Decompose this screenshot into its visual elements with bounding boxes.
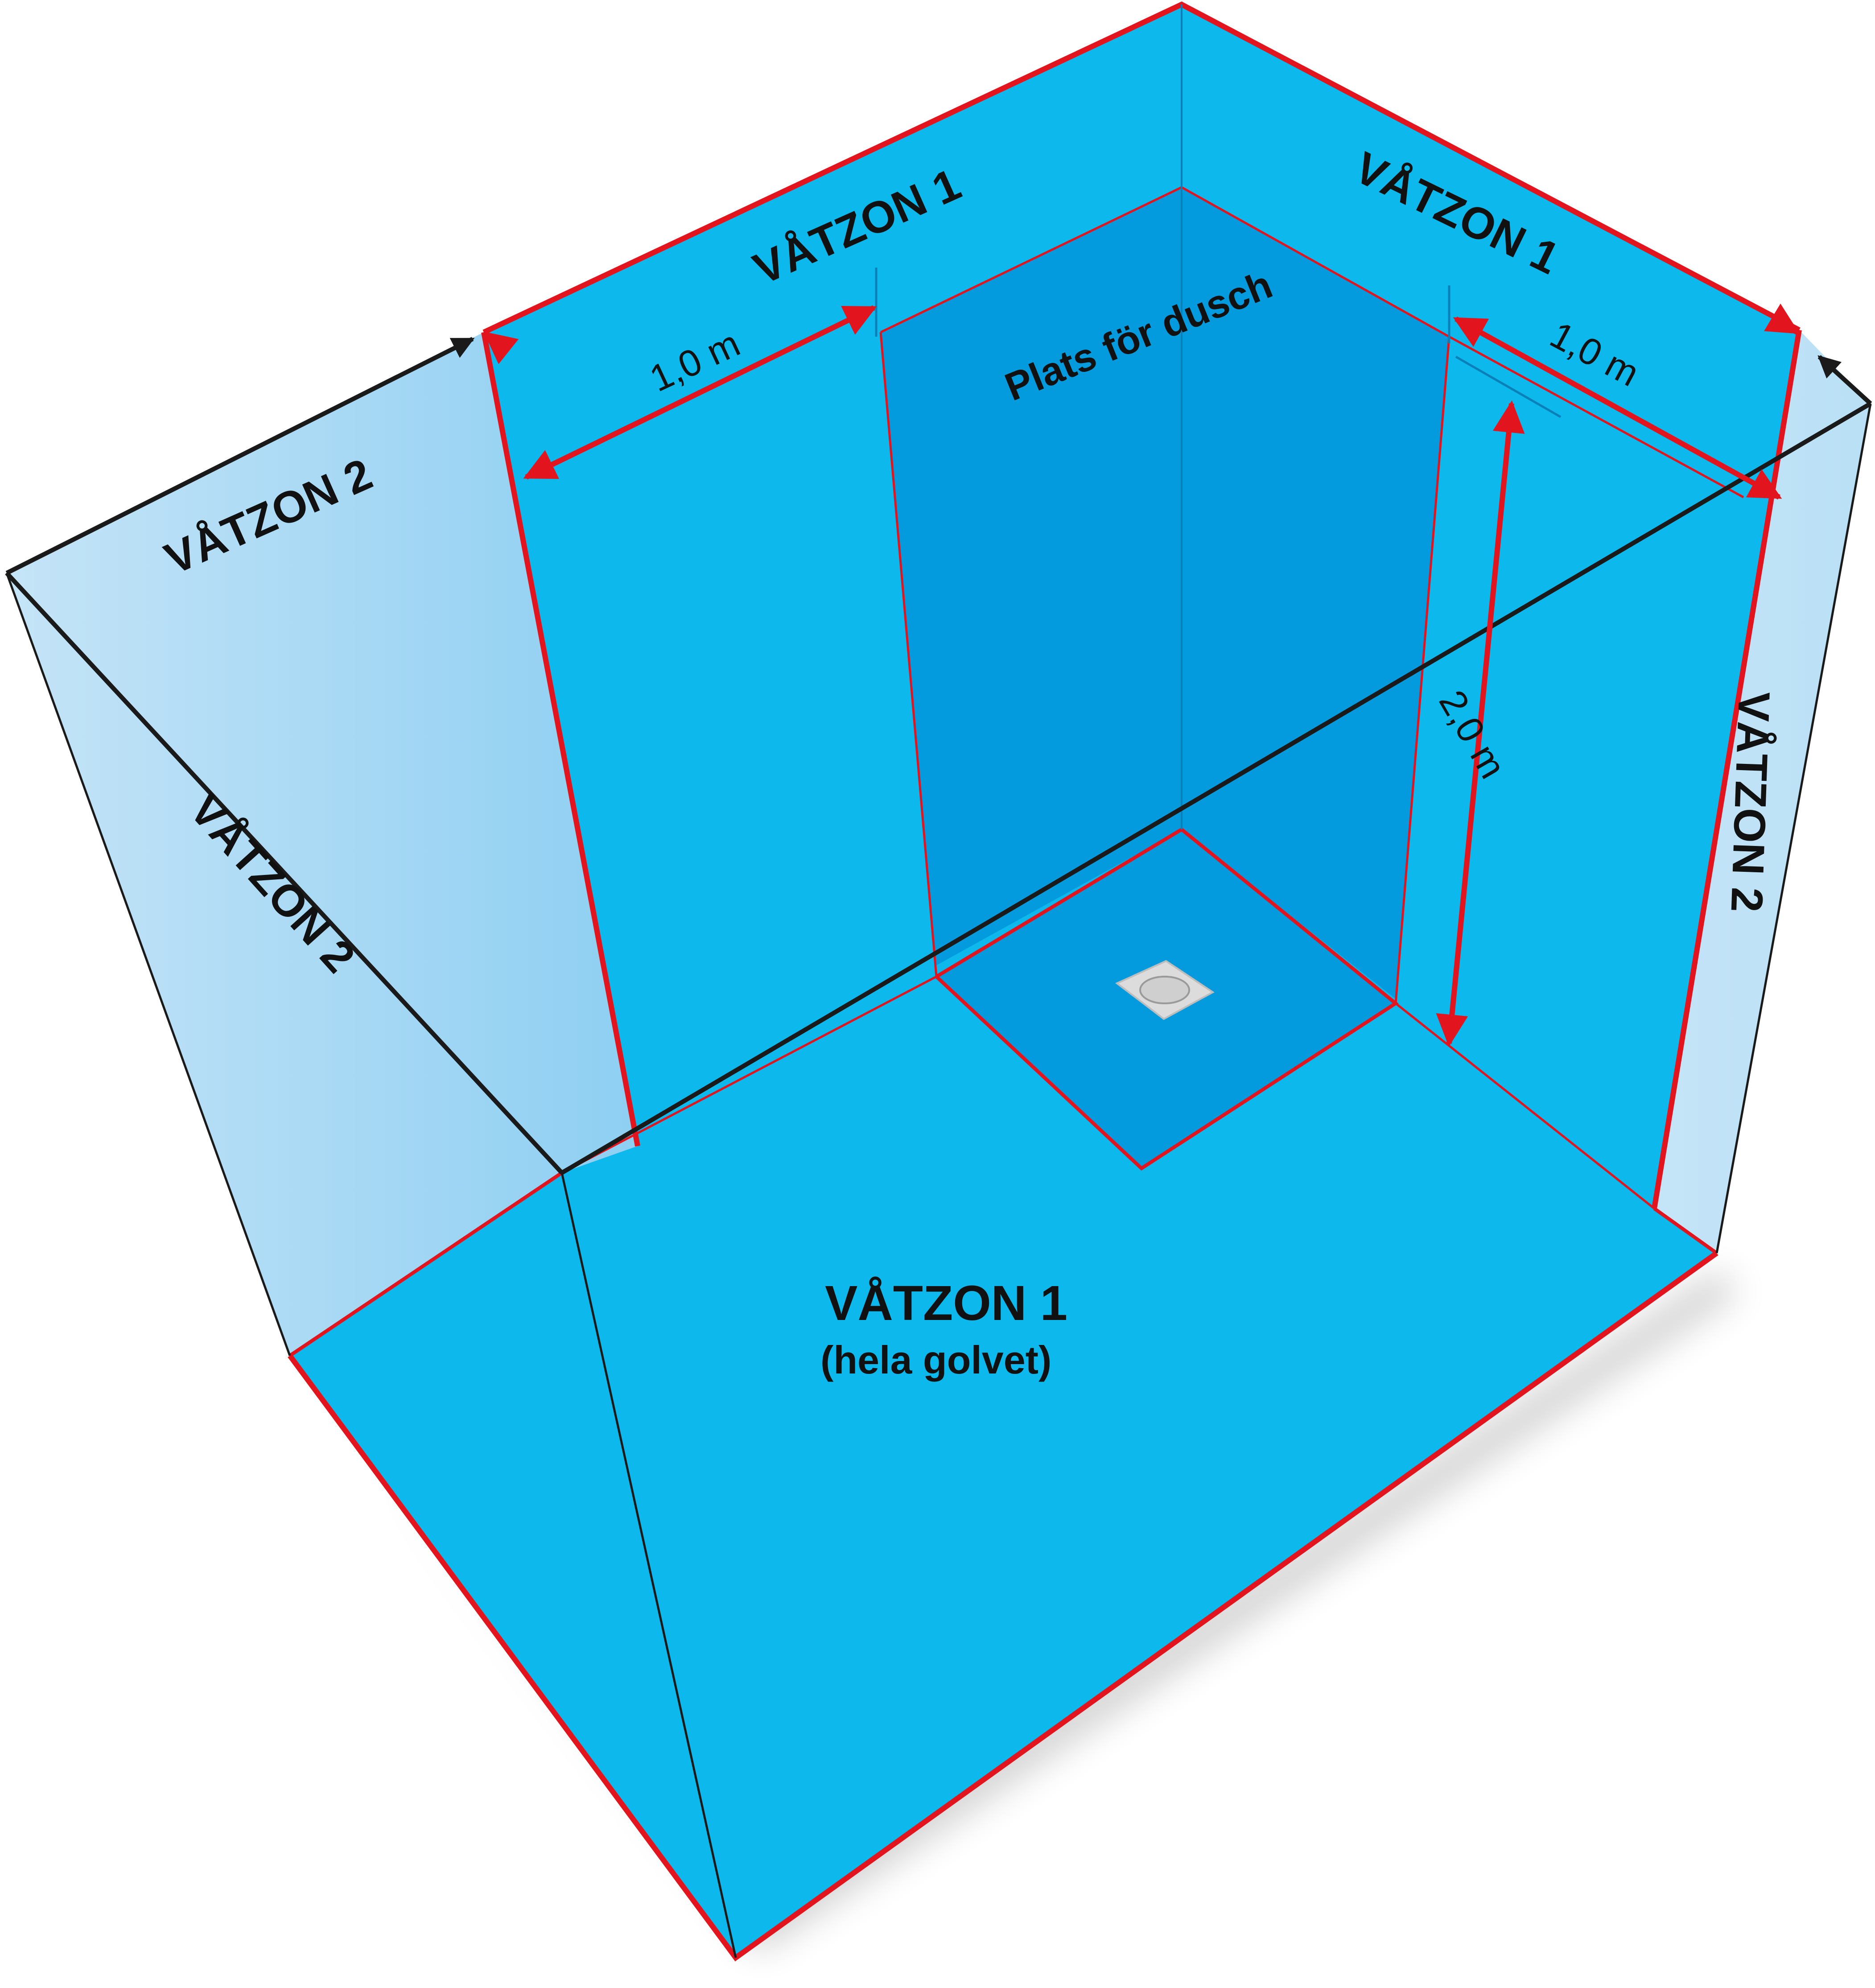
zone-borders <box>288 1 1802 1962</box>
floor-zone-note: (hela golvet) <box>820 1338 1051 1382</box>
shower-area-left <box>881 187 1182 977</box>
room-outline <box>5 337 1872 1958</box>
shower-area-right <box>1182 187 1449 1003</box>
floor-zone-label: VÅTZON 1 <box>825 1276 1067 1331</box>
right-wall-zone2 <box>1654 330 1871 1253</box>
floor-drain-icon <box>1115 960 1215 1020</box>
right-wall-zone-label: VÅTZON 2 <box>1722 691 1779 913</box>
left-wall-zone2 <box>7 332 638 1356</box>
dimension-arrows <box>483 303 1800 1047</box>
